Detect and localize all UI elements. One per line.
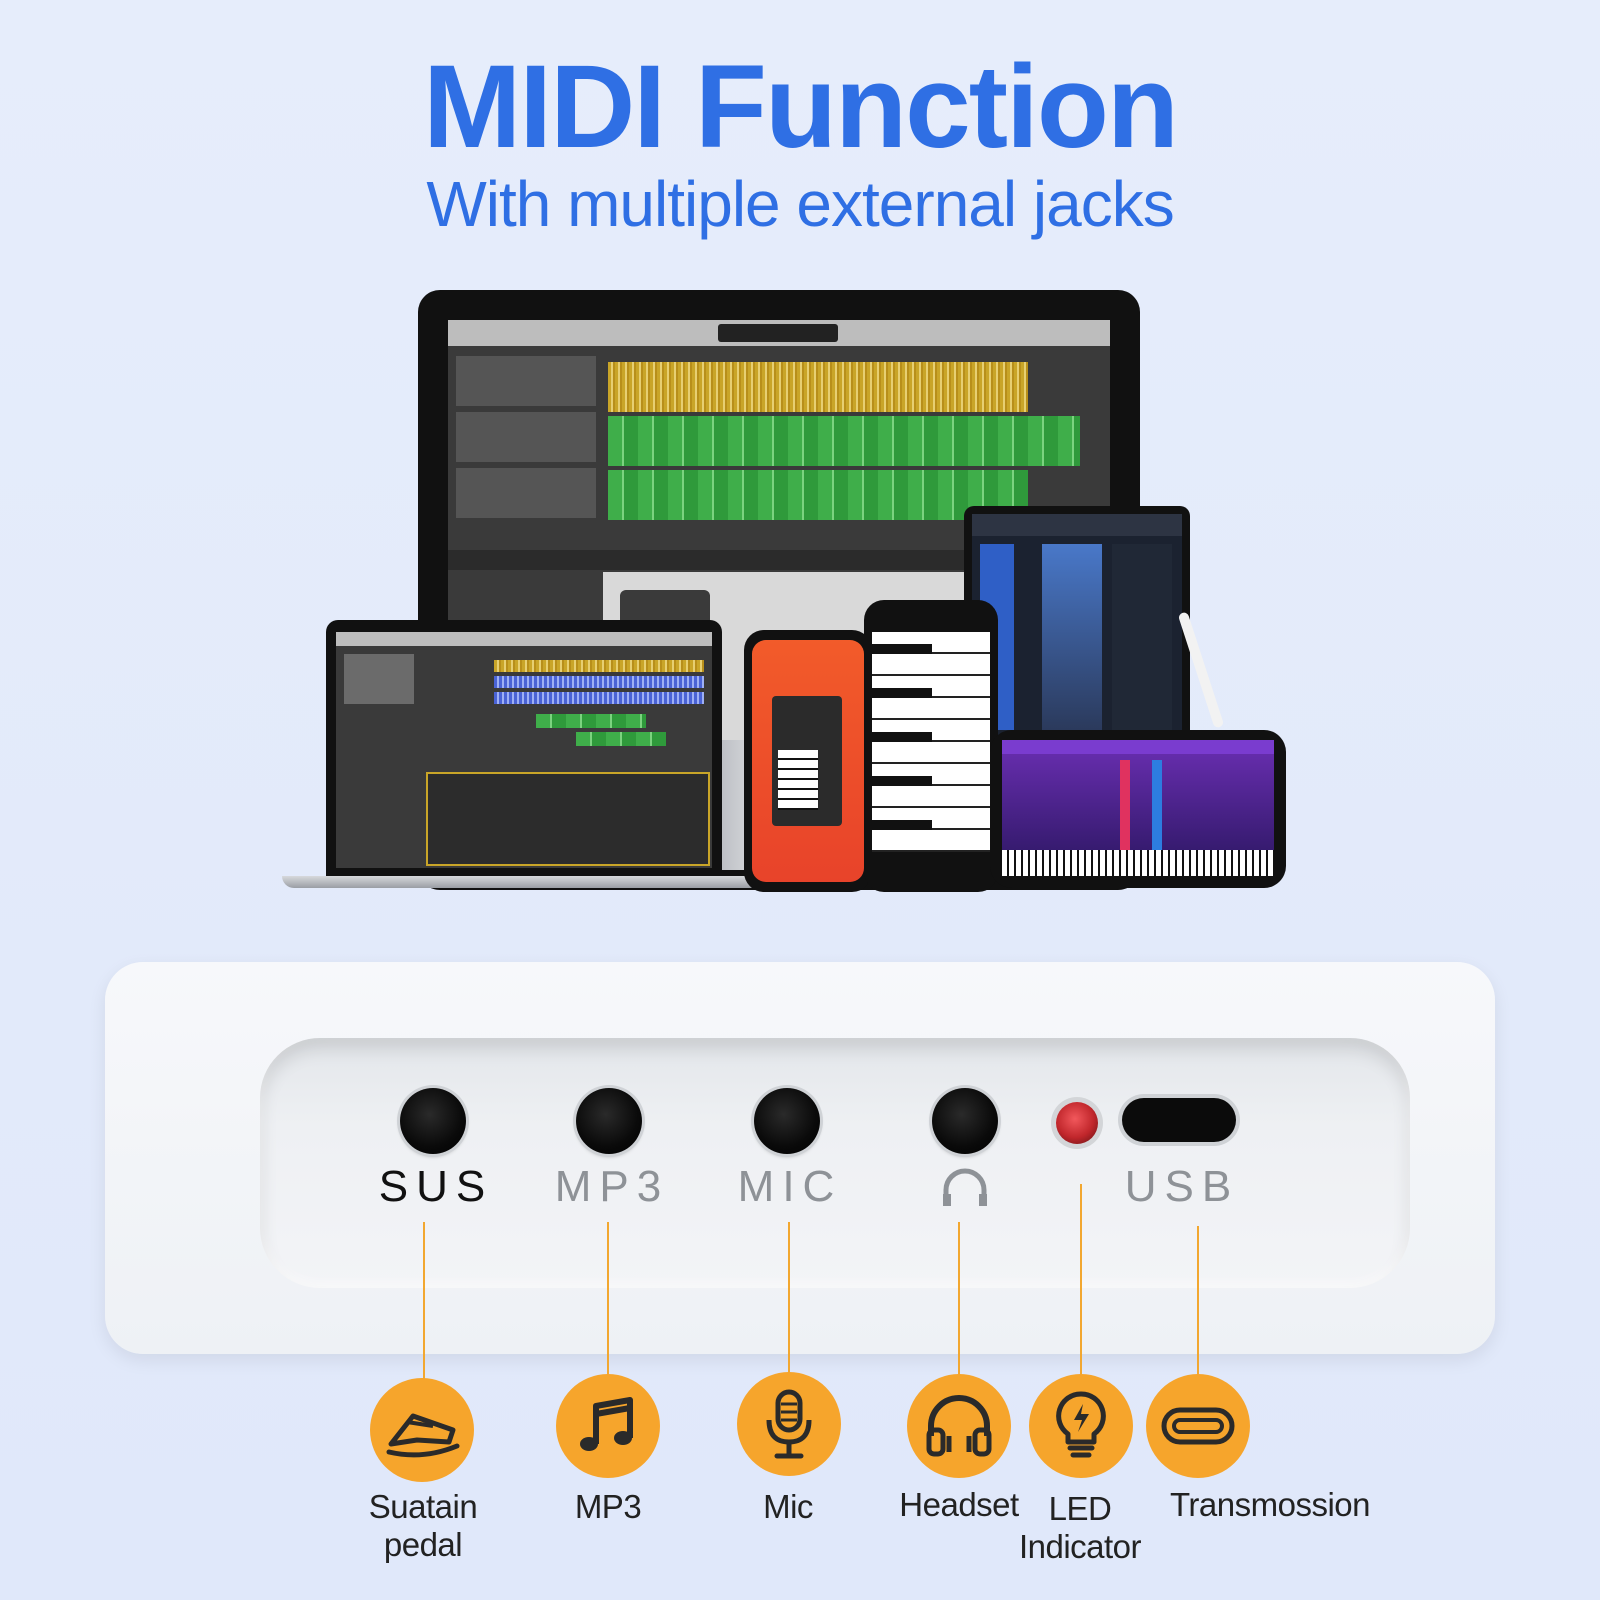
feature-led xyxy=(1029,1374,1133,1478)
caption-mp3: MP3 xyxy=(574,1488,642,1525)
mp3-jack xyxy=(576,1088,642,1154)
caption-led: LED Indicator xyxy=(1018,1490,1142,1565)
leader-line xyxy=(607,1222,609,1378)
microphone-icon xyxy=(766,1389,812,1459)
mic-label: MIC xyxy=(737,1162,843,1211)
mp3-label: MP3 xyxy=(554,1162,670,1211)
page-subtitle: With multiple external jacks xyxy=(426,168,1174,240)
laptop-base xyxy=(282,876,762,888)
leader-line xyxy=(1197,1226,1199,1376)
feature-usb xyxy=(1146,1374,1250,1478)
bulb-icon xyxy=(1056,1391,1106,1458)
caption-sustain: Suatain pedal xyxy=(368,1488,478,1563)
led-indicator xyxy=(1056,1102,1098,1144)
feature-mic xyxy=(737,1372,841,1476)
feature-mp3 xyxy=(556,1374,660,1478)
feature-headset xyxy=(907,1374,1011,1478)
headset-icon xyxy=(926,1395,992,1457)
caption-headset: Headset xyxy=(899,1486,1019,1523)
feature-sustain xyxy=(370,1378,474,1482)
page-title: MIDI Function xyxy=(423,41,1179,173)
mic-jack xyxy=(754,1088,820,1154)
devices-illustration xyxy=(282,290,1286,892)
usb-port xyxy=(1122,1098,1236,1142)
sus-label: SUS xyxy=(378,1162,494,1211)
leader-line xyxy=(788,1222,790,1376)
port-recess xyxy=(260,1038,1410,1288)
leader-line xyxy=(423,1222,425,1380)
sus-jack xyxy=(400,1088,466,1154)
leader-line xyxy=(1080,1184,1082,1376)
caption-usb: Transmossion xyxy=(1169,1486,1371,1523)
caption-mic: Mic xyxy=(763,1488,813,1525)
laptop-screen xyxy=(336,632,712,868)
headphone-symbol-icon xyxy=(940,1164,990,1208)
headset-jack xyxy=(932,1088,998,1154)
music-note-icon xyxy=(580,1397,633,1451)
leader-line xyxy=(958,1222,960,1376)
pedal-icon xyxy=(386,1413,460,1458)
usb-c-icon xyxy=(1161,1407,1235,1445)
usb-label: USB xyxy=(1124,1162,1240,1211)
